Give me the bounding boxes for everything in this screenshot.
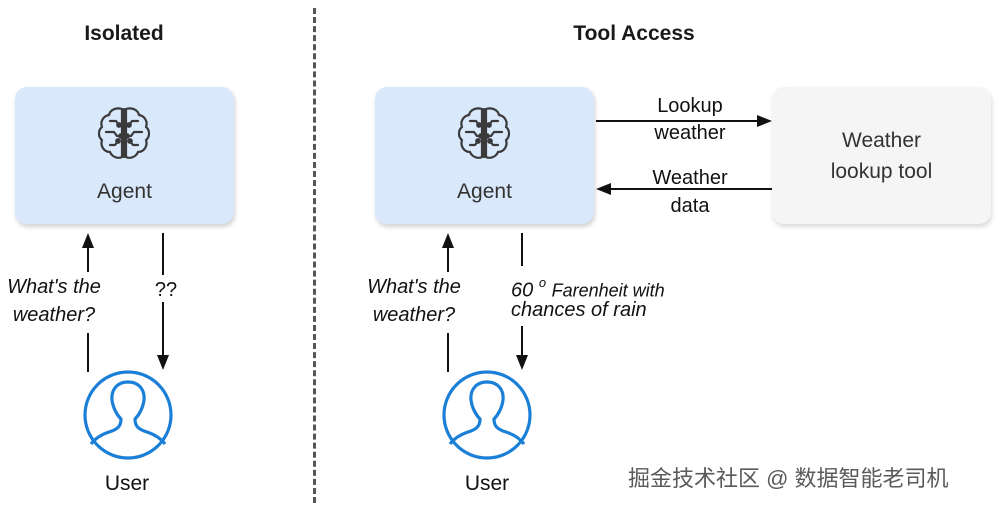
isolated-question-line2: weather? [12, 304, 96, 326]
isolated-response-label: ?? [154, 279, 178, 301]
arrow-head-right [757, 115, 772, 127]
arrow-head-up [82, 233, 94, 248]
arrow-head-left [596, 183, 611, 195]
weather-lookup-tool-box: Weather lookup tool [772, 87, 991, 224]
tool-label-line2: lookup tool [830, 159, 933, 183]
isolated-question-line1: What's the [7, 276, 101, 298]
weather-lookup-tool-label: Weather lookup tool [807, 125, 957, 187]
answer-degree: o [538, 275, 547, 290]
tool-label-line1: Weather [842, 128, 921, 152]
isolated-title: Isolated [84, 22, 164, 45]
tool-agent-box: Agent [375, 87, 594, 224]
user-avatar-icon [83, 370, 173, 460]
isolated-agent-box: Agent [15, 87, 234, 224]
tool-user-label: User [464, 472, 510, 495]
isolated-user-label: User [104, 472, 150, 495]
brain-circuit-icon [97, 107, 151, 159]
arrow-head-down [157, 355, 169, 370]
section-divider [313, 8, 316, 503]
answer-line2: chances of rain [511, 299, 647, 321]
isolated-agent-label: Agent [97, 180, 152, 203]
watermark-text: 掘金技术社区 @ 数据智能老司机 [628, 466, 949, 491]
tool-agent-label: Agent [457, 180, 512, 203]
tool-access-title: Tool Access [573, 22, 695, 45]
arrow-head-down [516, 355, 528, 370]
lookup-weather-line2: weather [654, 122, 726, 144]
answer-rest: Farenheit with [551, 280, 665, 301]
arrow-head-up [442, 233, 454, 248]
brain-circuit-icon [457, 107, 511, 159]
tool-question-line2: weather? [372, 304, 456, 326]
weather-data-line2: data [670, 195, 710, 217]
weather-data-line1: Weather [652, 167, 728, 189]
tool-question-line1: What's the [367, 276, 461, 298]
user-avatar-icon [442, 370, 532, 460]
lookup-weather-line1: Lookup [657, 95, 723, 117]
answer-line1: 60 o Farenheit with [511, 271, 665, 305]
answer-number: 60 [511, 279, 534, 302]
